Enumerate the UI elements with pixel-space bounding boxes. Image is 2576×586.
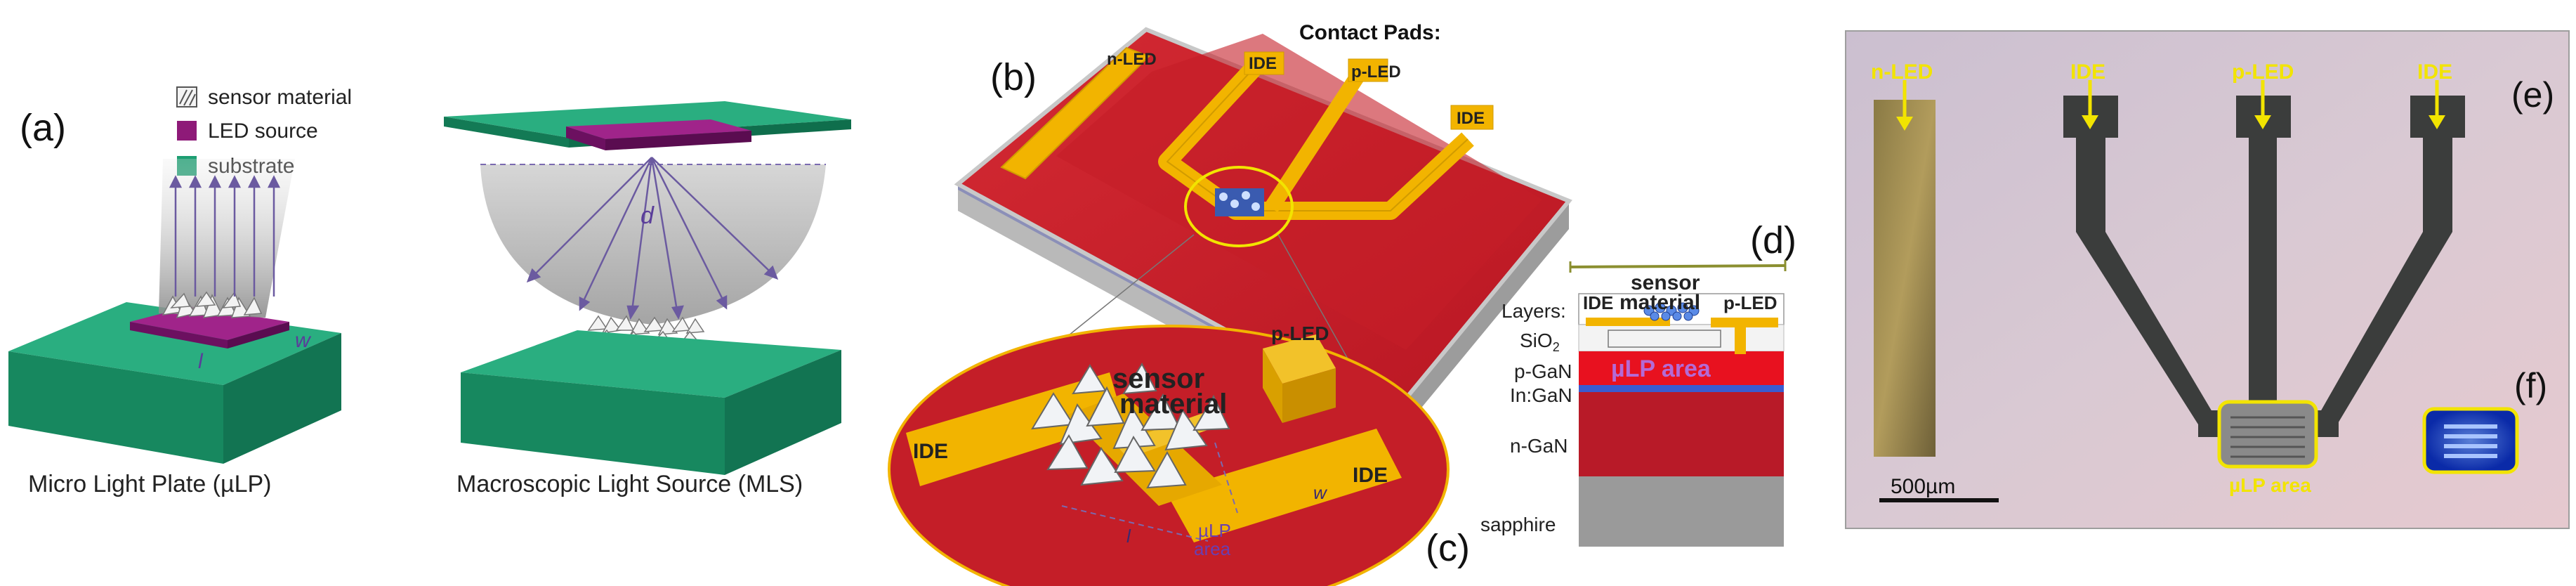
material-label-d: material [1619,291,1700,314]
ide1-label-e: IDE [2070,60,2105,84]
pad-pled-b [1348,58,1388,82]
legend-sensor-text: sensor material [208,86,352,109]
sensor-crystals-a [162,291,263,319]
dim-l-a: l [198,350,204,373]
pad-nled-label: n-LED [1107,50,1157,69]
nled-strip-e [1874,100,1936,457]
ulp-label-c: µLP [1198,520,1231,541]
pad-ide2-b [1450,105,1494,130]
ulp-area-label-e: µLP area [2229,474,2311,496]
pad-ide1-label: IDE [1249,54,1277,73]
scale-label: 500µm [1891,475,1955,498]
dim-w-c: w [1313,482,1328,503]
sensor-cluster-b [1215,188,1264,216]
caption-mls: Macroscopic Light Source (MLS) [456,471,803,497]
sensor-crystals-c [1031,362,1230,489]
layers-label-d: Layers: [1501,300,1566,322]
pgan-label-d: p-GaN [1514,360,1572,382]
panel-d-label: (d) [1750,219,1796,261]
pled-label-d: p-LED [1723,292,1777,313]
sensor-label-c: sensor [1112,363,1204,394]
led-swatch [177,121,197,141]
panel-c-label: (c) [1426,527,1470,569]
caption-ulp: Micro Light Plate (µLP) [28,471,272,497]
ngan-label-d: n-GaN [1510,435,1568,457]
panel-a-label: (a) [20,107,66,149]
glow-inset-f [2422,407,2519,474]
pled-block-c [1263,334,1336,423]
dim-l-c: l [1126,526,1131,547]
sensor-label-d: sensor [1631,271,1700,294]
material-label-c: material [1119,389,1227,419]
dim-d: d [640,202,655,229]
panel-c: IDE IDE p-LED sensor material µLP area l… [888,323,1470,586]
panel-f: (f) [2422,366,2547,474]
pad-pled-label: p-LED [1351,63,1401,82]
emission-arrows-a [169,175,281,297]
pad-ide1-b [1244,51,1284,75]
pled-label-e: p-LED [2232,60,2294,84]
ide2-label-e: IDE [2417,60,2452,84]
mls-illustration: d [444,101,851,475]
panel-e: n-LED IDE p-LED IDE µLP area 500µm (e) (… [1845,30,2570,529]
panel-d: (d) sensor material IDE p- [1480,219,1796,547]
ide-left-label-c: IDE [913,440,948,463]
sapphire-label-d: sapphire [1480,514,1556,535]
ide-right-label-c: IDE [1353,464,1388,487]
pad-ide2-label: IDE [1457,109,1485,128]
legend-led-text: LED source [208,119,318,143]
panel-f-label: (f) [2514,366,2547,405]
panel-b-label: (b) [990,56,1037,98]
panel-e-label: (e) [2511,75,2554,115]
ingan-label-d: In:GaN [1510,384,1572,406]
sensor-swatch-icon [176,86,197,108]
emission-arrows-mls [526,157,779,320]
dim-w-a: w [295,329,312,352]
pled-label-c: p-LED [1271,323,1329,344]
sio2-label-d: SiO2 [1520,330,1560,354]
ulp-illustration: w l [8,159,341,464]
contact-pads-title: Contact Pads: [1299,21,1441,44]
ide-label-d: IDE [1583,292,1613,313]
layer-stack-d [1578,293,1785,547]
highlight-ellipse-b [1184,166,1294,247]
ulp-area-label-d: µLP area [1611,356,1711,382]
nled-label-e: n-LED [1871,60,1933,84]
area-label-c: area [1194,538,1231,559]
panel-a: (a) sensor material LED source substrate [8,86,851,497]
